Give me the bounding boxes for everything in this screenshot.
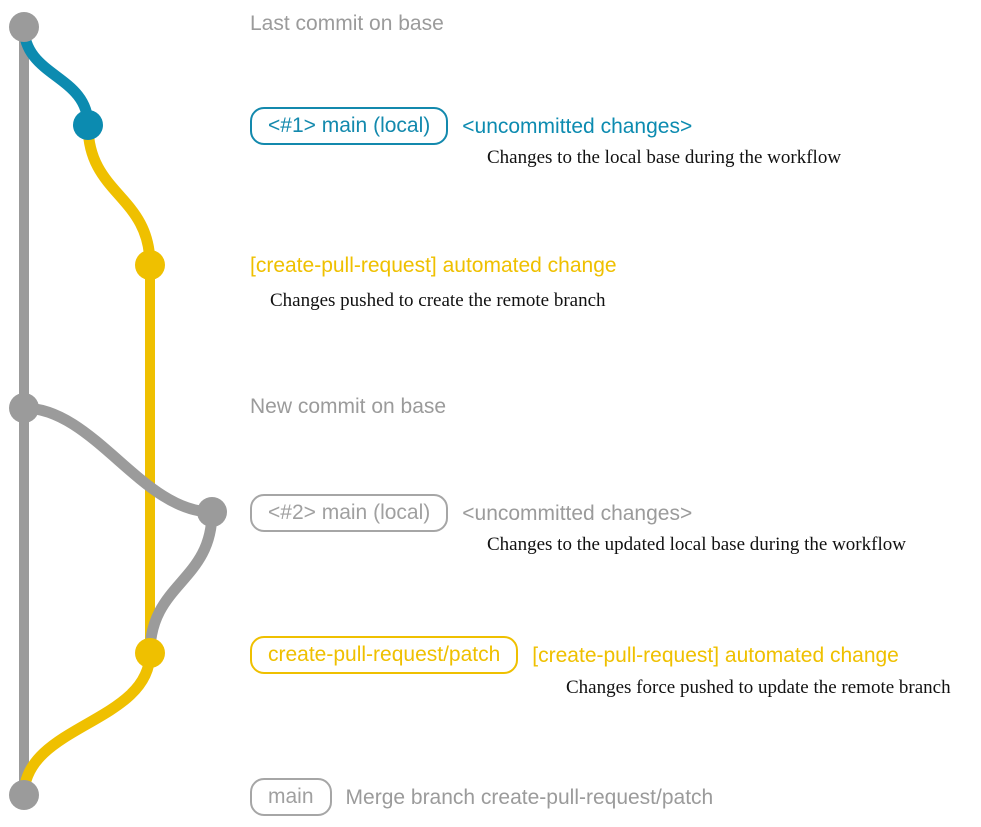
commit-subject: [create-pull-request] automated change	[250, 254, 617, 277]
edge-patch2-to-merge	[18, 647, 156, 801]
commit-node-base-new[interactable]	[9, 393, 39, 423]
branch-badge-main-local-1[interactable]: <#1> main (local)	[250, 107, 449, 145]
edge-basenew-to-local2	[18, 402, 218, 518]
edge-base-to-local1	[18, 21, 94, 131]
commit-node-local-2[interactable]	[197, 497, 227, 527]
commit-note-local-2: Changes to the updated local base during…	[487, 534, 906, 555]
commit-row-automated-change-2: create-pull-request/patch [create-pull-r…	[250, 636, 899, 674]
commit-note-automated-2: Changes force pushed to update the remot…	[566, 677, 951, 698]
edge-local1-to-patch1	[82, 119, 156, 271]
commit-subject: <uncommitted changes>	[462, 114, 693, 138]
commit-node-merge[interactable]	[9, 780, 39, 810]
edge-local2-to-patch2	[144, 506, 218, 659]
commit-row-new-commit-on-base: New commit on base	[250, 396, 446, 417]
commit-note-local-1: Changes to the local base during the wor…	[487, 147, 842, 168]
commit-subject: New commit on base	[250, 395, 447, 418]
branch-badge-main-local-2[interactable]: <#2> main (local)	[250, 494, 449, 532]
commit-row-merge-commit: main Merge branch create-pull-request/pa…	[250, 778, 713, 816]
commit-subject: Last commit on base	[250, 12, 444, 35]
commit-node-patch-1[interactable]	[135, 250, 165, 280]
commit-subject: <uncommitted changes>	[462, 501, 693, 525]
branch-badge-create-pull-request-patch[interactable]: create-pull-request/patch	[250, 636, 519, 674]
branch-badge-main[interactable]: main	[250, 778, 332, 816]
commit-note-automated-1: Changes pushed to create the remote bran…	[270, 290, 606, 311]
commit-node-base-head[interactable]	[9, 12, 39, 42]
commit-node-local-1[interactable]	[73, 110, 103, 140]
commit-row-automated-change-1: [create-pull-request] automated change	[250, 255, 617, 276]
commit-row-last-commit-on-base: Last commit on base	[250, 13, 444, 34]
commit-subject: [create-pull-request] automated change	[532, 643, 899, 667]
commit-row-local-commit-2: <#2> main (local) <uncommitted changes>	[250, 494, 692, 532]
commit-row-local-commit-1: <#1> main (local) <uncommitted changes>	[250, 107, 692, 145]
commit-subject: Merge branch create-pull-request/patch	[345, 785, 714, 809]
commit-node-patch-2[interactable]	[135, 638, 165, 668]
